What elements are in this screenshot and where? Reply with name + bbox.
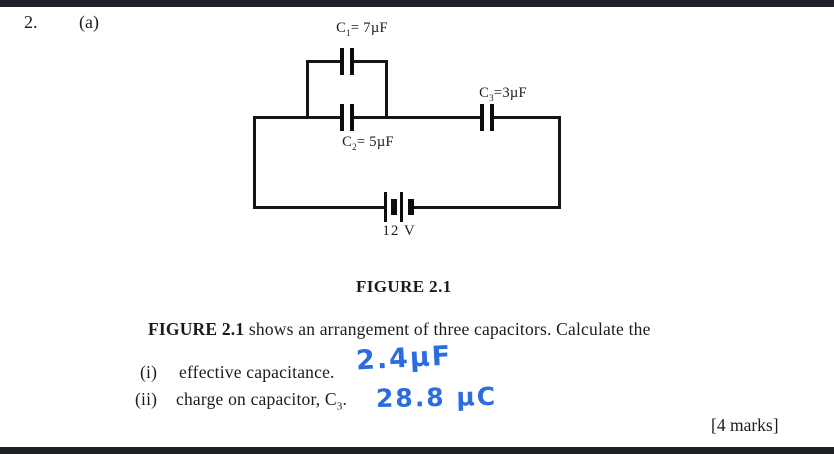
capacitor-plate-icon: [340, 104, 344, 131]
capacitor-plate-icon: [480, 104, 484, 131]
battery-short-plate-icon: [391, 199, 397, 215]
item-ii-text: charge on capacitor, C3.: [176, 389, 348, 413]
item-i-number: (i): [140, 362, 158, 382]
wire-left-vertical: [253, 116, 256, 209]
question-number: 2.: [24, 12, 38, 32]
top-black-bar: [0, 0, 834, 7]
handwritten-answer-charge: 28.8 µC: [375, 381, 498, 414]
wire-branch-top-right: [354, 60, 388, 63]
figure-caption: FIGURE 2.1: [356, 277, 452, 296]
battery-long-plate-icon: [400, 192, 403, 222]
marks-label: [4 marks]: [711, 415, 779, 435]
handwritten-answer-capacitance: 2.4µF: [355, 340, 453, 377]
capacitor-plate-icon: [340, 48, 344, 75]
wire-branch-top-left: [306, 60, 340, 63]
wire-bottom-left: [253, 206, 384, 209]
question-intro: FIGURE 2.1 shows an arrangement of three…: [148, 319, 651, 340]
wire-middle-center: [354, 116, 480, 119]
capacitor-c3-label: C3=3µF: [479, 85, 527, 103]
battery-long-plate-icon: [384, 192, 387, 222]
wire-bottom-right: [414, 206, 561, 209]
part-label: (a): [79, 12, 99, 32]
wire-middle-left: [253, 116, 340, 119]
wire-branch-right-vertical: [385, 60, 388, 118]
bottom-black-bar: [0, 447, 834, 454]
capacitor-c1-label: C1= 7µF: [336, 20, 388, 38]
wire-branch-left-vertical: [306, 60, 309, 118]
battery-voltage-label: 12 V: [382, 223, 416, 239]
item-i-text: effective capacitance.: [179, 362, 335, 382]
capacitor-plate-icon: [350, 104, 354, 131]
capacitor-plate-icon: [490, 104, 494, 131]
question-intro-rest: shows an arrangement of three capacitors…: [244, 319, 651, 339]
battery-short-plate-icon: [408, 199, 414, 215]
capacitor-plate-icon: [350, 48, 354, 75]
item-ii-number: (ii): [135, 389, 158, 409]
question-intro-bold: FIGURE 2.1: [148, 319, 245, 339]
wire-middle-right: [494, 116, 561, 119]
wire-right-vertical: [558, 116, 561, 209]
capacitor-c2-label: C2= 5µF: [342, 134, 394, 152]
